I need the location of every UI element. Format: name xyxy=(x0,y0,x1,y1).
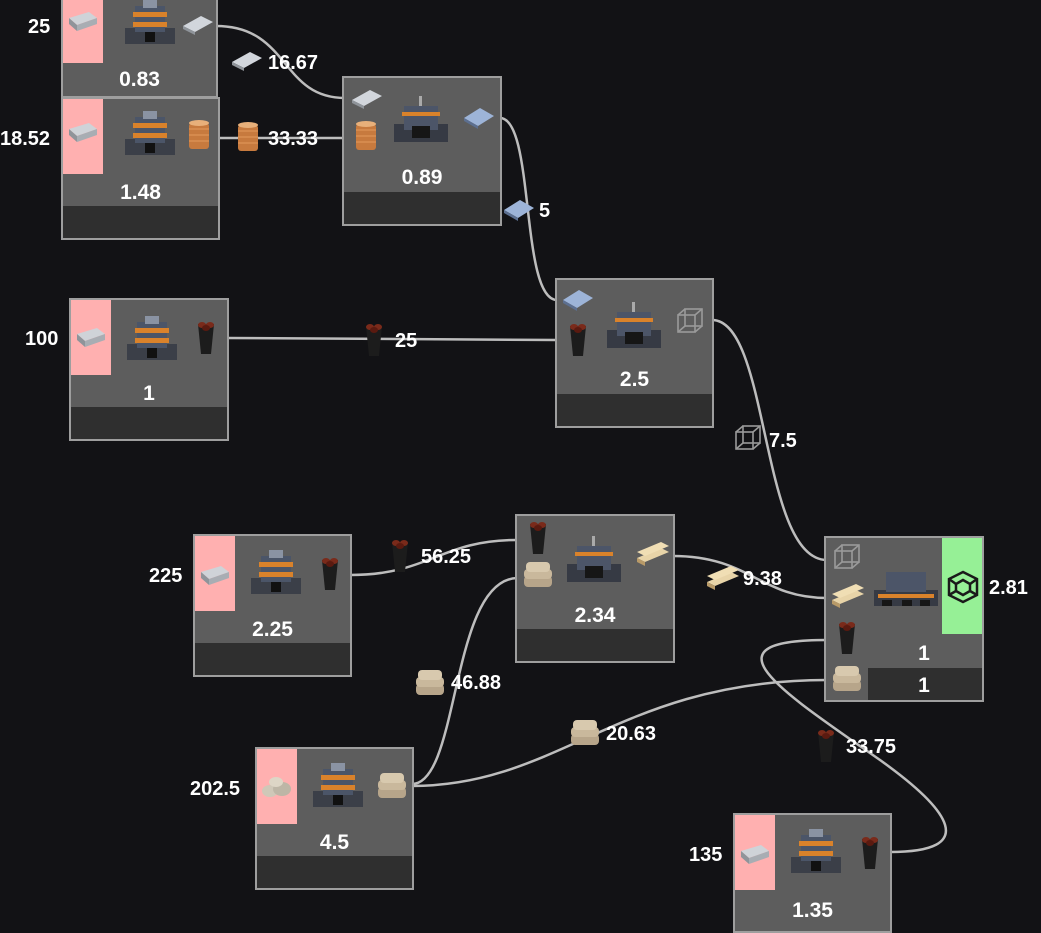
input-amount-n6: 225 xyxy=(149,565,182,588)
node-n4[interactable]: 1 xyxy=(69,298,229,441)
node-n1[interactable]: 0.83 xyxy=(61,0,218,98)
rate-value: 2.25 xyxy=(195,618,350,642)
input-amount-n4: 100 xyxy=(25,328,58,351)
rate-value: 1 xyxy=(71,382,227,406)
sandbag-icon xyxy=(830,664,864,694)
rate-value: 2.5 xyxy=(557,368,712,392)
node-footer xyxy=(344,192,500,224)
edge-label-e1: 16.67 xyxy=(268,52,318,75)
copper-wire-spool-icon xyxy=(354,120,378,154)
carbon-tube-icon xyxy=(195,320,217,356)
node-footer xyxy=(63,206,218,238)
edge-label-e7: 9.38 xyxy=(743,568,782,591)
wood-planks-icon xyxy=(705,564,741,592)
ore-bar-icon xyxy=(67,119,99,145)
blue-plate-icon xyxy=(561,288,595,312)
edge-label-e2: 33.33 xyxy=(268,128,318,151)
rate-value-secondary: 1 xyxy=(866,674,982,698)
carbon-tube-icon xyxy=(567,322,589,358)
input-amount-n2: 18.52 xyxy=(0,128,50,151)
node-n7[interactable]: 2.34 xyxy=(515,514,675,663)
wood-planks-icon xyxy=(635,540,671,568)
refinery-machine-icon xyxy=(121,109,179,159)
assembler-machine-icon xyxy=(872,564,940,610)
plate-icon xyxy=(181,14,215,36)
sandbag-icon xyxy=(413,668,447,698)
rate-value: 4.5 xyxy=(257,831,412,855)
assembler-machine-icon xyxy=(565,536,623,586)
assembler-machine-icon xyxy=(605,302,663,352)
rate-value: 1.35 xyxy=(735,899,890,923)
carbon-tube-icon xyxy=(815,728,837,764)
carbon-tube-icon xyxy=(859,835,881,871)
input-amount-n8: 202.5 xyxy=(190,778,240,801)
edge-label-e3: 5 xyxy=(539,200,550,223)
edge-label-e10: 33.75 xyxy=(846,736,896,759)
refinery-machine-icon xyxy=(123,314,181,364)
rate-value: 0.89 xyxy=(344,166,500,190)
sandbag-icon xyxy=(375,771,409,801)
refinery-machine-icon xyxy=(247,548,305,598)
refinery-machine-icon xyxy=(121,0,179,48)
carbon-tube-icon xyxy=(836,620,858,656)
sandbag-icon xyxy=(521,560,555,590)
node-footer xyxy=(195,643,350,675)
node-footer xyxy=(517,629,673,661)
refinery-machine-icon xyxy=(787,827,845,877)
output-amount-n9: 2.81 xyxy=(989,577,1028,600)
carbon-tube-icon xyxy=(319,556,341,592)
sandbag-icon xyxy=(568,718,602,748)
frame-cube-icon xyxy=(832,542,862,572)
rate-value: 1.48 xyxy=(63,181,218,205)
ore-bar-icon xyxy=(739,841,771,867)
edge-label-e6: 56.25 xyxy=(421,546,471,569)
carbon-tube-icon xyxy=(389,538,411,574)
assembler-machine-icon xyxy=(392,96,450,146)
edge-label-e9: 20.63 xyxy=(606,723,656,746)
rate-value: 1 xyxy=(866,642,982,666)
rock-icon xyxy=(260,773,294,801)
frame-cube-icon xyxy=(675,306,705,336)
blue-plate-icon xyxy=(502,198,536,222)
node-n9[interactable]: 1 1 xyxy=(824,536,984,702)
plate-icon xyxy=(350,88,384,110)
node-n2[interactable]: 1.48 xyxy=(61,97,220,240)
green-frame-icon xyxy=(946,570,980,604)
node-n10[interactable]: 1.35 xyxy=(733,813,892,933)
rate-value: 2.34 xyxy=(517,604,673,628)
wood-planks-icon xyxy=(830,582,866,610)
input-amount-n10: 135 xyxy=(689,844,722,867)
refinery-machine-icon xyxy=(309,761,367,811)
node-footer xyxy=(71,407,227,439)
frame-cube-icon xyxy=(733,423,763,453)
plate-icon xyxy=(230,50,264,72)
ore-bar-icon xyxy=(75,324,107,350)
blue-plate-icon xyxy=(462,106,496,130)
carbon-tube-icon xyxy=(363,322,385,358)
copper-wire-spool-icon xyxy=(236,121,260,155)
copper-wire-spool-icon xyxy=(187,119,211,153)
ore-bar-icon xyxy=(199,562,231,588)
edge-label-e5: 7.5 xyxy=(769,430,797,453)
node-n6[interactable]: 2.25 xyxy=(193,534,352,677)
ore-bar-icon xyxy=(67,8,99,34)
node-n8[interactable]: 4.5 xyxy=(255,747,414,890)
node-n5[interactable]: 2.5 xyxy=(555,278,714,428)
edge-label-e4: 25 xyxy=(395,330,417,353)
edge-e4 xyxy=(228,338,557,340)
node-n3[interactable]: 0.89 xyxy=(342,76,502,226)
edge-label-e8: 46.88 xyxy=(451,672,501,695)
carbon-tube-icon xyxy=(527,520,549,556)
node-footer xyxy=(257,856,412,888)
rate-value: 0.83 xyxy=(63,68,216,92)
input-amount-n1: 25 xyxy=(28,16,50,39)
node-footer xyxy=(557,394,712,426)
